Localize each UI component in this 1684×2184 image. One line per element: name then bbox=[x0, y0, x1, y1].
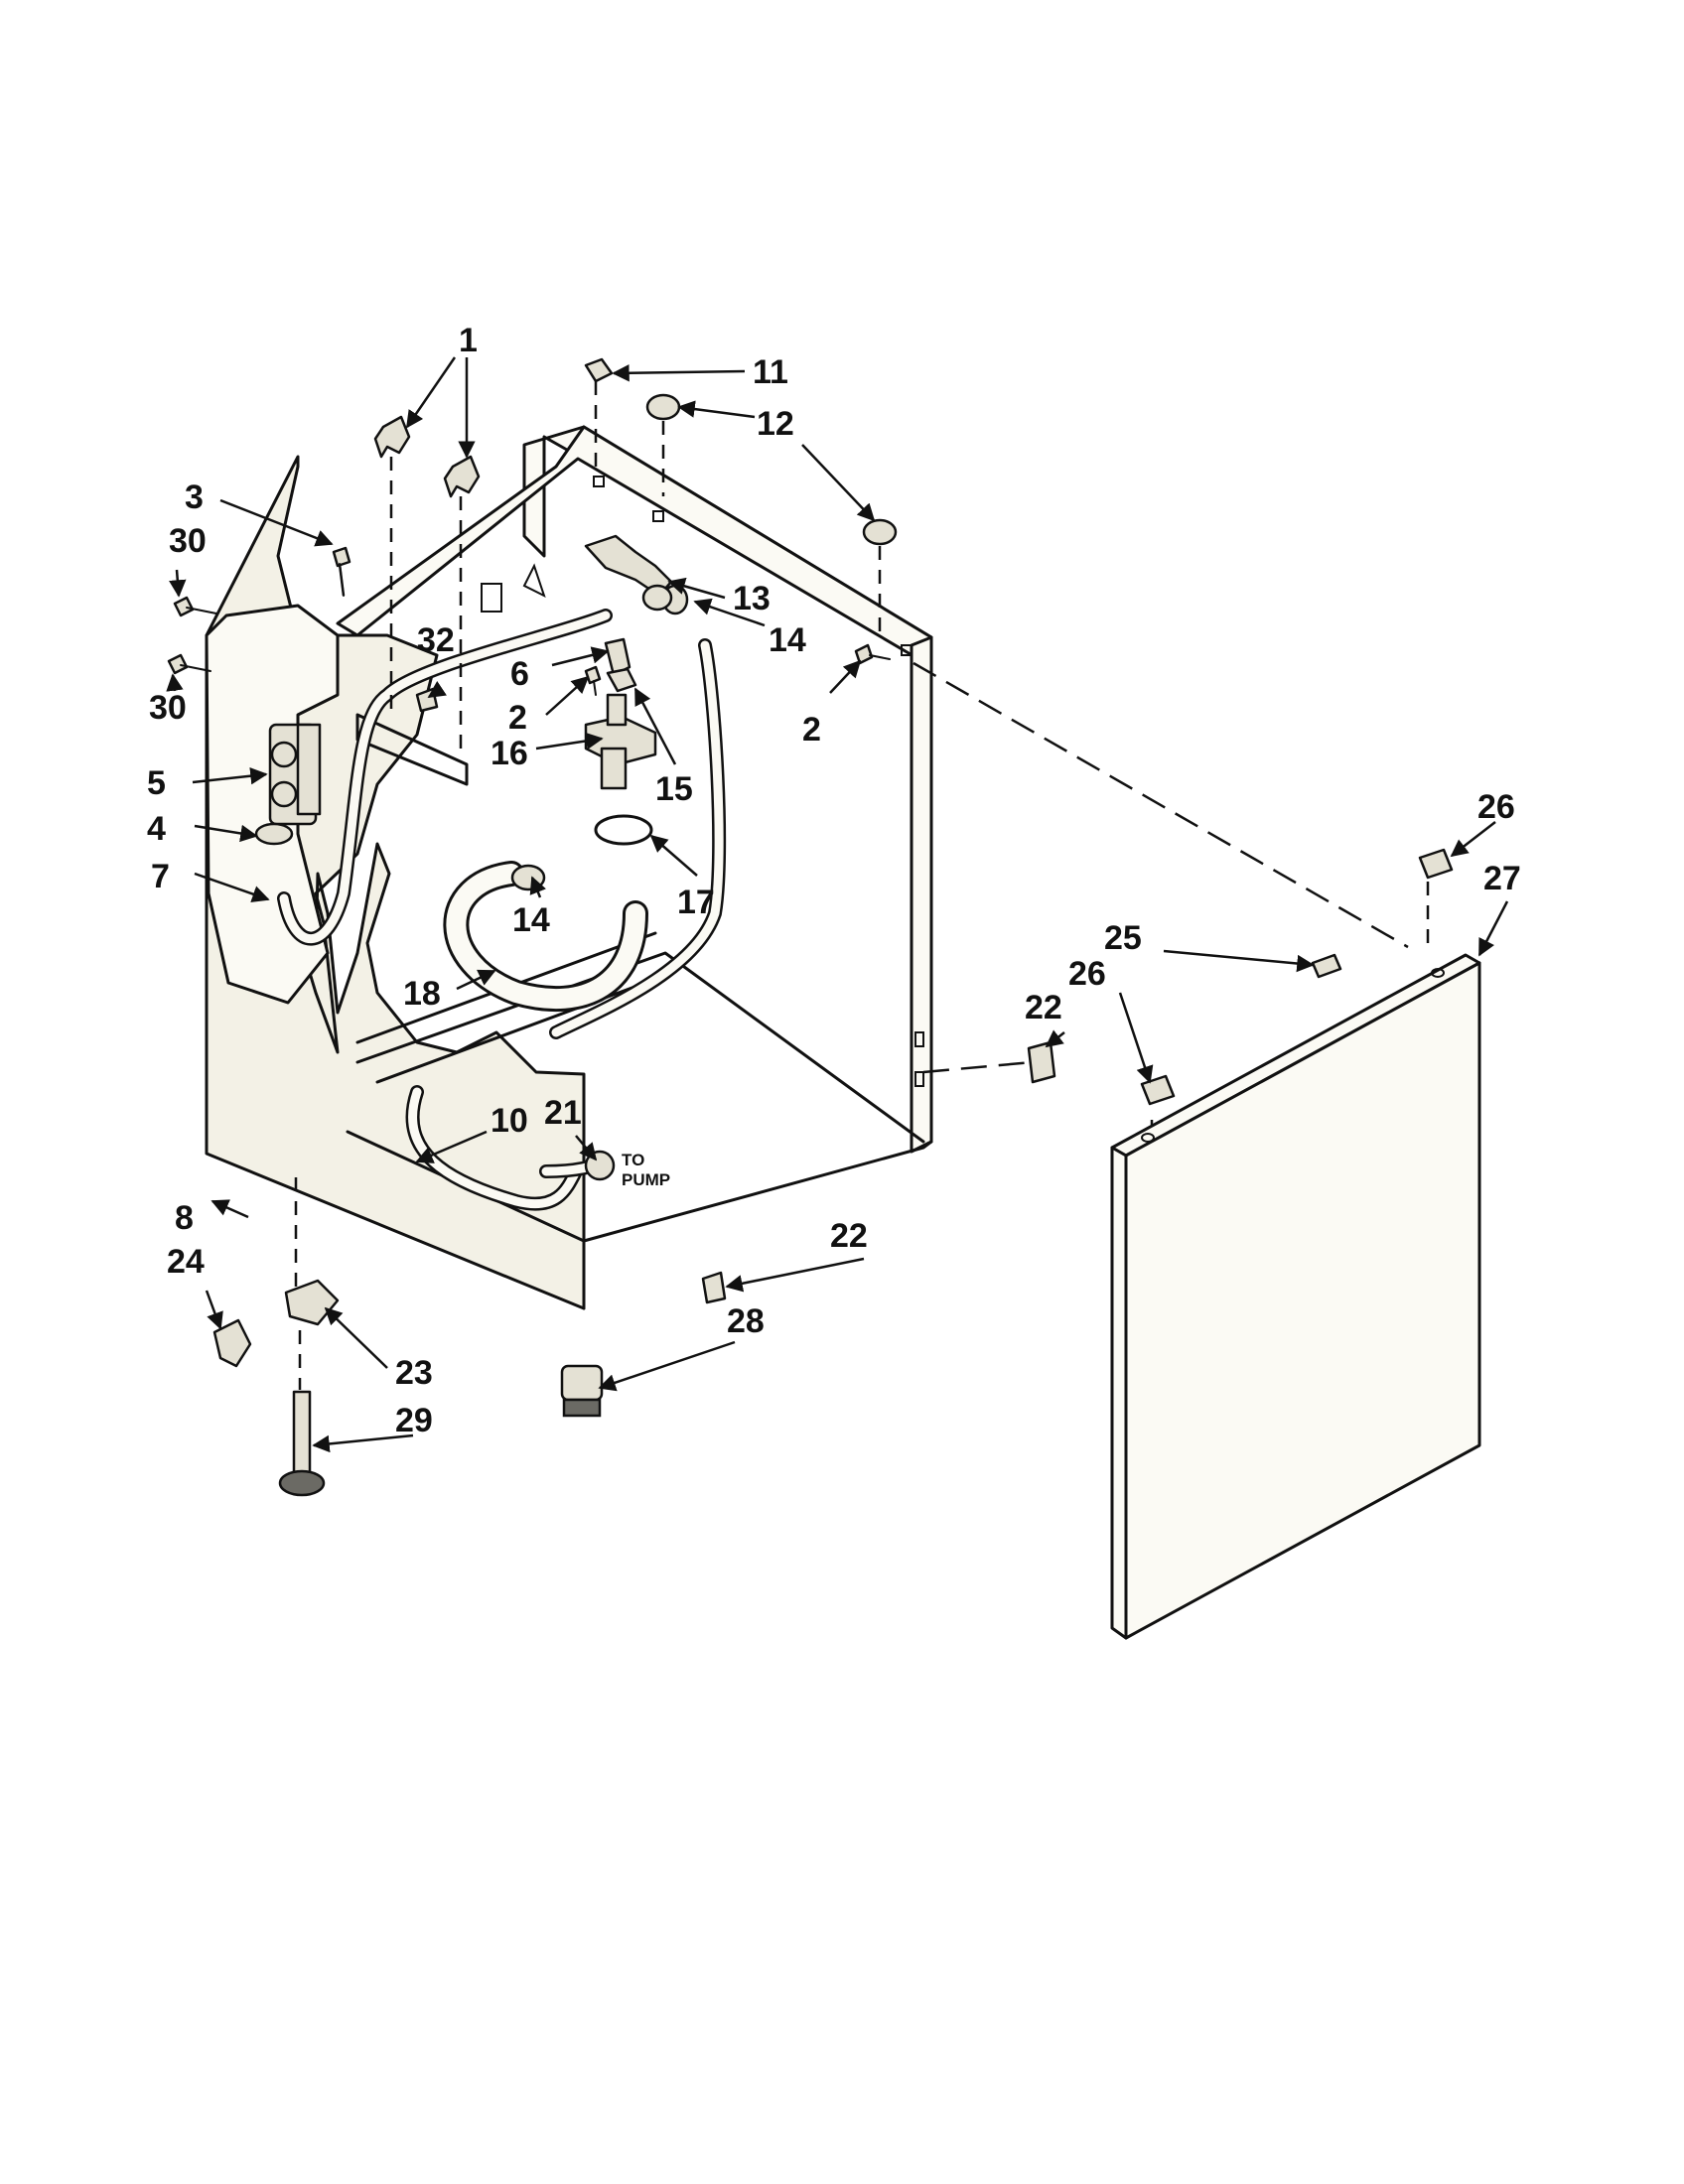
callout-8: 8 bbox=[175, 1199, 194, 1237]
plug-11-icon bbox=[584, 357, 614, 383]
leveling-foot-28 bbox=[560, 1364, 604, 1418]
clamp-17-icon bbox=[594, 814, 653, 846]
callout-21: 21 bbox=[544, 1094, 582, 1132]
callout-26a: 26 bbox=[1477, 788, 1515, 826]
hose-clamp-1a-icon bbox=[373, 415, 411, 459]
cap-12b-icon bbox=[862, 518, 898, 546]
callout-11: 11 bbox=[753, 353, 788, 391]
clip-25-icon bbox=[1311, 953, 1342, 979]
callout-labels: 1 11 12 3 30 13 14 32 6 30 2 2 16 15 5 2… bbox=[147, 322, 1521, 1439]
callout-2b: 2 bbox=[802, 711, 821, 749]
callout-30a: 30 bbox=[169, 522, 207, 560]
pressure-switch-16 bbox=[584, 693, 657, 790]
hoses bbox=[277, 609, 727, 1211]
callout-25: 25 bbox=[1104, 919, 1142, 957]
hose-clamp-1b-icon bbox=[443, 455, 481, 498]
screw-30a-icon bbox=[173, 596, 195, 617]
callout-28: 28 bbox=[727, 1302, 765, 1340]
leveling-leg-29 bbox=[278, 1390, 326, 1497]
screw-30b-icon bbox=[167, 653, 189, 675]
screw-2a-icon bbox=[584, 665, 602, 685]
note-to: TO bbox=[622, 1151, 644, 1169]
screw-2b-icon bbox=[854, 643, 874, 665]
callout-26b: 26 bbox=[1068, 955, 1106, 993]
callout-2a: 2 bbox=[508, 699, 527, 737]
callout-22b: 22 bbox=[830, 1217, 868, 1255]
top-panel-27 bbox=[1110, 953, 1481, 1640]
callout-15: 15 bbox=[655, 770, 693, 808]
callout-4: 4 bbox=[147, 810, 166, 848]
callout-10: 10 bbox=[491, 1102, 528, 1140]
callout-6: 6 bbox=[510, 655, 529, 693]
callout-23: 23 bbox=[395, 1354, 433, 1392]
callout-22a: 22 bbox=[1025, 989, 1062, 1026]
note-pump: PUMP bbox=[622, 1170, 670, 1189]
clamp-14b-icon bbox=[510, 864, 546, 891]
clip-26b-icon bbox=[1140, 1074, 1176, 1106]
leader-arrows bbox=[166, 356, 1509, 1453]
clip-26a-icon bbox=[1418, 848, 1454, 880]
callout-7: 7 bbox=[151, 858, 170, 895]
callout-18: 18 bbox=[403, 975, 441, 1013]
hose-connector-6-icon bbox=[604, 637, 632, 677]
clip-22a-icon bbox=[1027, 1040, 1056, 1084]
clip-22b-icon bbox=[701, 1271, 727, 1304]
callout-1: 1 bbox=[459, 322, 478, 359]
callout-14b: 14 bbox=[512, 901, 550, 939]
clamp-4-icon bbox=[254, 822, 294, 846]
water-valve-5 bbox=[268, 723, 322, 826]
callout-3: 3 bbox=[185, 478, 204, 516]
parts bbox=[167, 357, 1056, 1497]
callout-5: 5 bbox=[147, 764, 166, 802]
leg-bracket-24-icon bbox=[212, 1318, 252, 1368]
cap-12a-icon bbox=[645, 393, 681, 421]
back-rail-holes bbox=[481, 476, 924, 1087]
callout-16: 16 bbox=[491, 735, 528, 772]
callout-27: 27 bbox=[1483, 860, 1521, 897]
callout-24: 24 bbox=[167, 1243, 205, 1281]
clamp-14a-icon bbox=[641, 584, 673, 612]
callout-12: 12 bbox=[757, 405, 794, 443]
fitting-15-icon bbox=[606, 667, 637, 693]
callout-30b: 30 bbox=[149, 689, 187, 727]
leg-bracket-23-icon bbox=[284, 1279, 340, 1326]
assembly-lines bbox=[294, 381, 1430, 1390]
callout-32: 32 bbox=[417, 621, 455, 659]
callout-29: 29 bbox=[395, 1402, 433, 1439]
callout-14a: 14 bbox=[769, 621, 806, 659]
clamp-21-icon bbox=[584, 1150, 616, 1181]
callout-17: 17 bbox=[677, 884, 715, 921]
callout-13: 13 bbox=[733, 580, 771, 617]
